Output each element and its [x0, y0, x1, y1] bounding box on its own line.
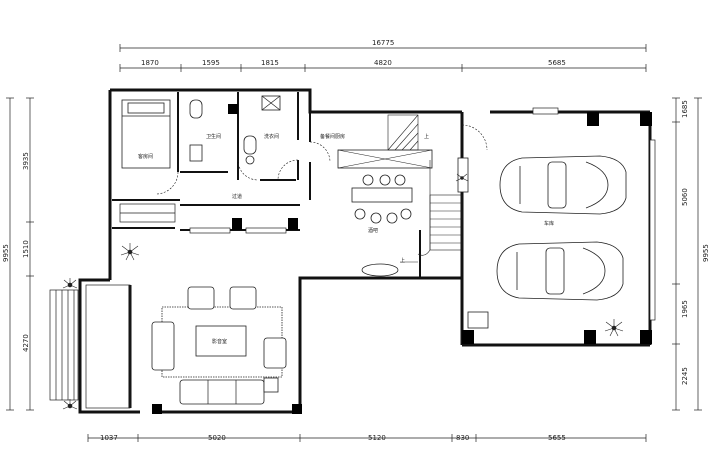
- dim-bottom-seg-3: 5120: [368, 434, 386, 442]
- pillow: [127, 102, 165, 114]
- car-1: [499, 155, 627, 215]
- dim-bottom-seg-2: 5020: [208, 434, 226, 442]
- dim-top-seg-2: 1595: [202, 59, 220, 67]
- top-dimension-lines: [119, 44, 647, 72]
- coffee-table: [195, 325, 247, 357]
- dim-bottom-seg-1: 1037: [100, 434, 118, 442]
- door-swings: [155, 124, 488, 195]
- dim-top-seg-4: 4820: [374, 59, 392, 67]
- main-sofa: [179, 379, 265, 405]
- island-counter: [351, 187, 413, 203]
- basin: [245, 155, 255, 165]
- room-label-bar: 酒吧: [368, 227, 378, 234]
- structural-columns: [152, 104, 652, 414]
- bottom-dimension-lines: [87, 434, 647, 442]
- armchair-1: [187, 286, 215, 310]
- guest-bedroom: 客房间: [121, 99, 171, 169]
- toilet: [189, 99, 203, 119]
- car-2: [496, 241, 624, 301]
- plant-5: [455, 173, 469, 182]
- dim-bottom-seg-4: 830: [456, 434, 469, 442]
- stair-label-up-1: 上: [424, 133, 429, 140]
- room-label-bathroom-2: 洗衣间: [264, 133, 279, 140]
- room-label-hallway: 过道: [232, 193, 242, 200]
- dim-left-seg-2: 1510: [22, 240, 30, 258]
- dim-right-total: 9955: [702, 244, 710, 262]
- dim-right-seg-2: 5060: [681, 188, 689, 206]
- dim-left-seg-3: 4270: [22, 334, 30, 352]
- plant-2: [604, 319, 624, 337]
- room-label-bedroom: 客房间: [138, 153, 153, 160]
- plants: [62, 173, 624, 410]
- windows: [119, 107, 656, 321]
- left-dimension-lines: [6, 97, 34, 411]
- laundry-room: 洗衣间: [243, 95, 281, 165]
- dim-top-seg-3: 1815: [261, 59, 279, 67]
- dim-top-total: 16775: [372, 39, 394, 47]
- dim-right-seg-1: 1685: [681, 100, 689, 118]
- dim-bottom-seg-5: 5655: [548, 434, 566, 442]
- dim-right-seg-3: 1965: [681, 300, 689, 318]
- stair-label-up-2: 上: [400, 257, 405, 264]
- garage-fixture: [467, 311, 489, 329]
- garage-pillar-box: [457, 157, 469, 193]
- dim-right-seg-4: 2245: [681, 367, 689, 385]
- bathroom: 卫生间: [189, 99, 221, 162]
- dim-left-seg-1: 3935: [22, 152, 30, 170]
- room-label-garage: 车库: [544, 220, 554, 227]
- armchair-2: [229, 286, 257, 310]
- room-label-living-room: 影音室: [212, 338, 227, 345]
- room-label-bathroom-1: 卫生间: [206, 133, 221, 140]
- round-table: [361, 263, 399, 277]
- dim-left-total: 9955: [2, 244, 10, 262]
- bar-stools: [354, 174, 412, 224]
- media-room: 影音室: [151, 286, 287, 405]
- plant-4: [62, 278, 78, 289]
- side-sofa: [151, 321, 175, 371]
- room-label-kitchen: 备餐间厨房: [320, 133, 345, 140]
- plant-3: [62, 399, 78, 410]
- garage: 车库: [457, 155, 627, 329]
- right-dimension-lines: [672, 97, 702, 411]
- toilet-2: [243, 135, 257, 155]
- sink: [189, 144, 203, 162]
- dim-top-seg-5: 5685: [548, 59, 566, 67]
- dim-top-seg-1: 1870: [141, 59, 159, 67]
- entrance-porch: [49, 284, 131, 409]
- side-chair: [263, 337, 287, 369]
- staircase: [387, 114, 463, 263]
- end-table: [263, 377, 279, 393]
- kitchen: 备餐间厨房 酒吧: [320, 133, 433, 277]
- plant-1: [120, 243, 140, 261]
